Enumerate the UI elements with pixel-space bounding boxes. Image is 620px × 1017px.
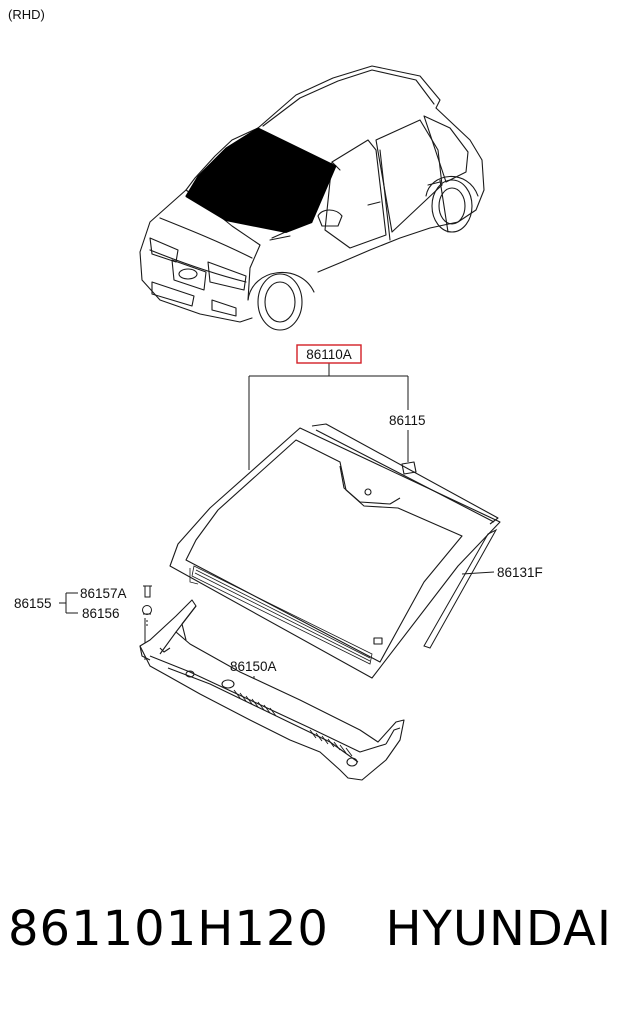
cowl-vent-hatching bbox=[233, 689, 353, 757]
brand-name: HYUNDAI bbox=[385, 901, 612, 957]
side-moulding bbox=[423, 528, 498, 649]
exploded-diagram: (RHD) bbox=[8, 7, 543, 781]
callout-lines bbox=[59, 362, 495, 700]
rhd-note: (RHD) bbox=[8, 7, 45, 22]
label-side-moulding: 86131F bbox=[497, 565, 543, 580]
label-main-assembly: 86110A bbox=[306, 347, 352, 362]
part-number: 861101H120 bbox=[8, 901, 329, 957]
glass-bottom-strip bbox=[189, 565, 373, 665]
bolt-fastener bbox=[143, 585, 152, 598]
car-illustration bbox=[139, 65, 485, 331]
label-moulding-clip: 86115 bbox=[389, 413, 426, 428]
windshield-highlight bbox=[185, 127, 337, 233]
part-footer: 861101H120 HYUNDAI bbox=[8, 905, 612, 953]
nut-fastener bbox=[142, 605, 152, 626]
cowl-panel bbox=[139, 599, 405, 781]
label-cowl-panel: 86150A bbox=[230, 659, 277, 674]
label-bolt-group: 86155 bbox=[14, 596, 52, 611]
label-nut: 86156 bbox=[82, 606, 120, 621]
windshield-glass bbox=[169, 423, 501, 679]
label-bolt: 86157A bbox=[80, 586, 127, 601]
main-assembly-callout-box bbox=[296, 344, 362, 364]
